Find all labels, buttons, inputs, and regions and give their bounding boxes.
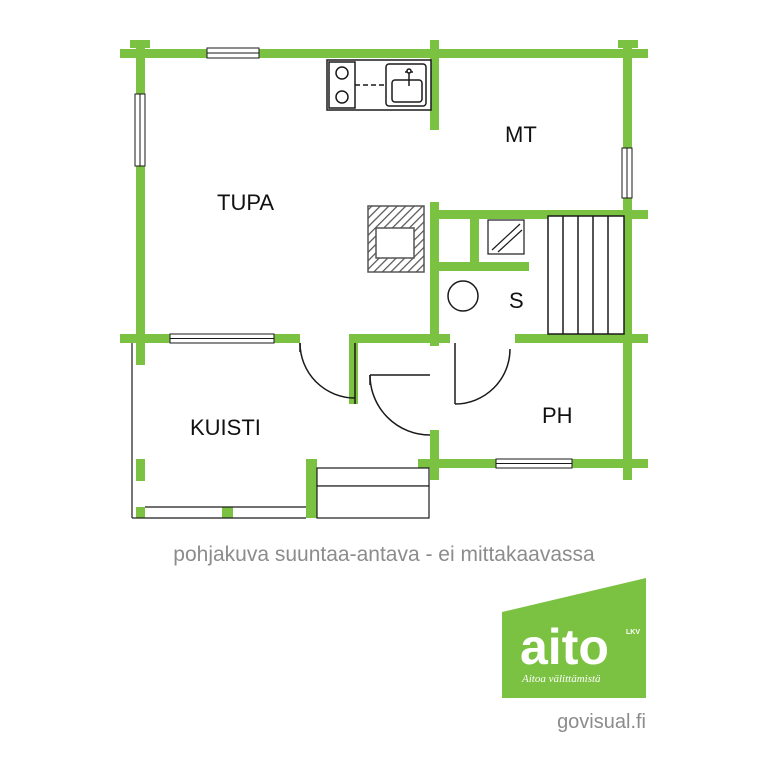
entrance-steps (316, 467, 430, 519)
room-label-s: S (509, 288, 524, 313)
logo-badge: LKV (626, 629, 640, 636)
logo-word: aito (520, 619, 609, 675)
credit-text: govisual.fi (557, 711, 646, 733)
fireplace (367, 205, 425, 273)
sauna-stove (447, 280, 479, 312)
logo-tagline: Aitoa välittämistä (521, 673, 601, 685)
room-label-mt: MT (505, 122, 537, 147)
aito-logo: aito LKV Aitoa välittämistä (502, 578, 646, 698)
room-label-tupa: TUPA (217, 190, 274, 215)
porch-outline (131, 343, 306, 519)
room-label-ph: PH (542, 403, 573, 428)
windows (134, 47, 633, 469)
room-label-kuisti: KUISTI (190, 415, 261, 440)
kitchen-counter (326, 59, 432, 111)
doors (299, 342, 511, 436)
sauna-benches (547, 215, 625, 335)
sauna-window (487, 219, 525, 255)
disclaimer-caption: pohjakuva suuntaa-antava - ei mittakaava… (173, 543, 595, 566)
